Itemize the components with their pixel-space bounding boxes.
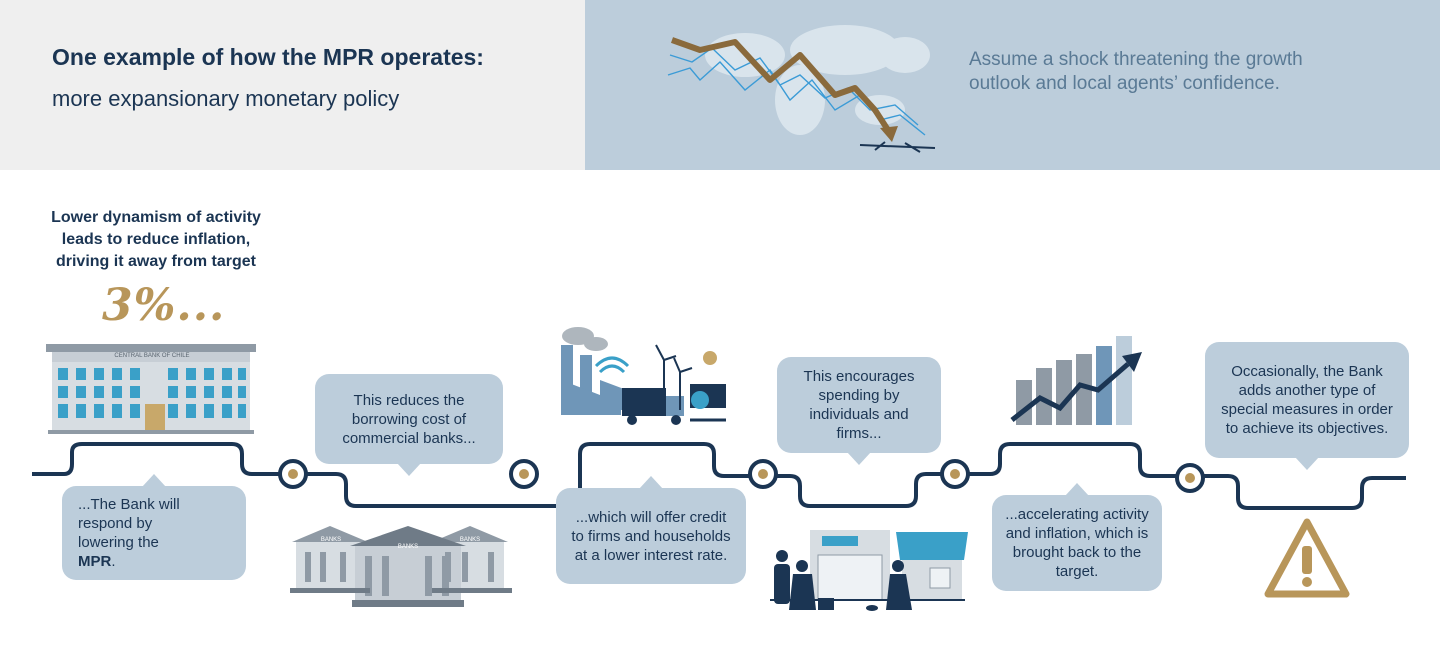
crash-arrow-icon xyxy=(670,37,936,153)
timeline-nodes xyxy=(278,459,1205,493)
timeline-node xyxy=(748,459,778,489)
step-bubble-1: ...The Bank will respond by lowering the… xyxy=(62,474,246,580)
shock-description: Assume a shock threatening the growth ou… xyxy=(969,49,1303,94)
banks-sign-center: BANKS xyxy=(397,544,419,550)
banks-sign-left: BANKS xyxy=(320,537,342,543)
central-bank-building-icon xyxy=(46,344,256,434)
step-bubble-5: ...accelerating activity and inflation, … xyxy=(992,483,1162,591)
timeline-node xyxy=(509,459,539,489)
step-1-text-post: . xyxy=(111,553,116,570)
world-map-icon xyxy=(705,25,930,135)
timeline-path xyxy=(32,442,1406,510)
banks-sign-right: BANKS xyxy=(459,537,481,543)
intro-text: Lower dynamism of activity leads to redu… xyxy=(51,209,261,270)
step-1-text: ...The Bank will respond by lowering the… xyxy=(78,495,188,571)
step-1-text-bold: MPR xyxy=(78,553,112,570)
step-bubble-2: This reduces the borrowing cost of comme… xyxy=(315,374,503,476)
step-1-text-pre: ...The Bank will respond by lowering the xyxy=(78,496,180,551)
central-bank-sign: CENTRAL BANK OF CHILE xyxy=(114,353,190,359)
growth-chart-icon xyxy=(1010,336,1142,425)
page-subtitle: more expansionary monetary policy xyxy=(52,86,400,111)
commercial-banks-icon xyxy=(290,526,512,607)
timeline-node xyxy=(1175,463,1205,493)
timeline-node xyxy=(940,459,970,489)
page-title: One example of how the MPR operates: xyxy=(52,44,484,70)
header-right-panel xyxy=(585,0,1440,170)
industry-icon xyxy=(561,327,726,425)
shopping-scene-icon xyxy=(770,530,968,611)
step-4-text: This encourages spending by individuals … xyxy=(803,368,915,442)
header-left-panel xyxy=(0,0,585,170)
step-5-text: ...accelerating activity and inflation, … xyxy=(1005,506,1149,580)
step-bubble-3: ...which will offer credit to firms and … xyxy=(556,476,746,584)
step-6-text: Occasionally, the Bank adds another type… xyxy=(1221,363,1393,437)
step-bubble-4: This encourages spending by individuals … xyxy=(777,357,941,465)
step-bubble-6: Occasionally, the Bank adds another type… xyxy=(1205,342,1409,470)
step-2-text: This reduces the borrowing cost of comme… xyxy=(342,391,476,447)
timeline-node xyxy=(278,459,308,489)
step-3-text: ...which will offer credit to firms and … xyxy=(571,508,731,564)
warning-sign-icon xyxy=(1264,518,1350,598)
inflation-target: 3%... xyxy=(102,280,226,331)
